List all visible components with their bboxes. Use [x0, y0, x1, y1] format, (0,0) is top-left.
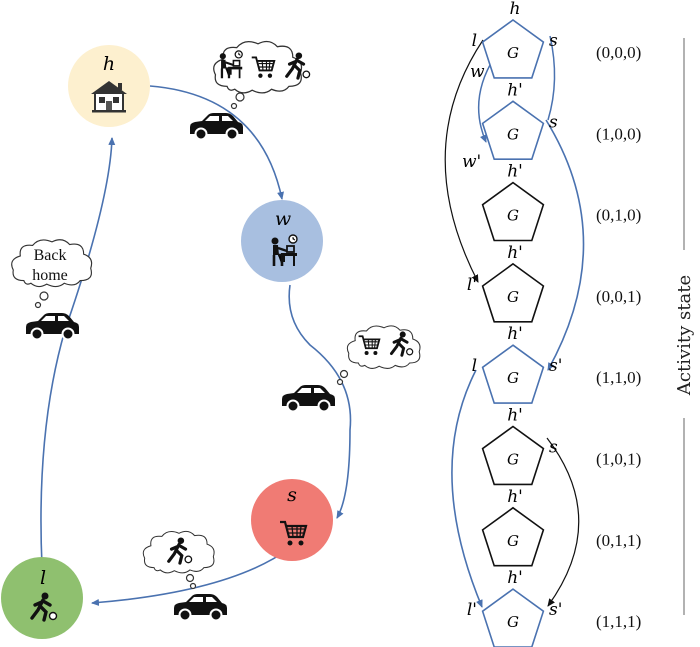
thought-cloud-leisure [142, 530, 215, 590]
node-top-label: h' [507, 243, 523, 263]
node-top-label: h [510, 0, 521, 19]
location-shop: s [251, 479, 333, 561]
node-left-label: l [472, 31, 477, 51]
activity-state-label: (0,0,1) [596, 287, 641, 306]
edge-s-short [547, 35, 556, 121]
pentagon-shape [481, 344, 545, 404]
node-top-label: h' [507, 568, 523, 588]
car-icon [25, 312, 80, 340]
node-right-label: s [549, 112, 558, 132]
pentagon-shape [481, 425, 545, 486]
location-home: h [68, 45, 150, 127]
node-left-label: l [472, 356, 477, 376]
cloud-text-line-2: home [32, 267, 68, 284]
pentagon-shape [481, 100, 545, 160]
graph-node: Gh' s (1,0,1) [481, 406, 641, 486]
node-left-label: l' [467, 600, 477, 620]
location-flow: h w s l [1, 40, 421, 639]
cloud-text-line-1: Back [34, 247, 67, 264]
node-label: G [507, 288, 519, 306]
graph-node: Gh' (0,1,0) [481, 162, 641, 242]
node-top-label: h' [507, 487, 523, 507]
edge-l-to-l-prime-2 [451, 369, 483, 608]
node-label: G [507, 207, 519, 225]
thought-cloud-back-home: Back home [11, 239, 93, 309]
location-letter: s [287, 484, 297, 506]
activity-state-label: (1,1,0) [596, 368, 641, 387]
node-label: G [507, 451, 519, 469]
graph-node: Gh' (0,1,1) [481, 487, 641, 567]
edge-l-to-l-prime [444, 39, 484, 283]
edge-label-w: w [470, 62, 485, 82]
activity-state-label: (0,1,1) [596, 531, 641, 550]
graph-node: Gh' l' (0,0,1) [467, 243, 641, 323]
node-right-label: s [549, 31, 558, 51]
node-right-label: s [549, 438, 558, 458]
edge-s-to-s-prime [545, 119, 585, 371]
pentagon-shape [481, 506, 545, 567]
node-left-label: l' [467, 275, 477, 295]
graph-node: Gh' l s' (1,1,0) [472, 324, 641, 404]
activity-state-label: (1,0,0) [596, 124, 641, 143]
graph-node: Gh l s (0,0,0) [472, 0, 641, 79]
node-label: G [507, 125, 519, 143]
edge-work-shop [288, 284, 352, 519]
activity-state-label: (1,1,1) [596, 612, 641, 631]
axis-label: Activity state [674, 275, 695, 396]
node-label: G [507, 613, 519, 631]
car-icon [281, 384, 336, 412]
node-top-label: h' [507, 80, 523, 100]
pentagon-shape [481, 588, 545, 647]
node-top-label: h' [507, 324, 523, 344]
node-top-label: h' [507, 406, 523, 426]
pentagon-shape [481, 19, 545, 79]
car-icon [173, 593, 228, 621]
location-letter: w [275, 208, 291, 230]
node-label: G [507, 369, 519, 387]
location-letter: l [40, 567, 46, 589]
location-leisure: l [1, 557, 83, 639]
graph-node: Gh' s (1,0,0) [481, 80, 641, 160]
thought-cloud-plan [212, 40, 311, 110]
thought-cloud-shop-leisure [336, 325, 421, 386]
node-right-label: s' [549, 600, 562, 620]
edge-s-to-s-prime-2 [546, 437, 580, 607]
node-right-label: s' [549, 356, 562, 376]
activity-state-label: (1,0,1) [596, 450, 641, 469]
pentagon-shape [481, 262, 545, 323]
activity-state-axis: Activity state [674, 38, 695, 615]
graph-nodes: Gh l s (0,0,0) Gh' s (1,0,0) Gh' (0,1,0) Gh' l' (0,… [467, 0, 641, 647]
node-label: G [507, 44, 519, 62]
edge-shop-leisure [91, 547, 291, 606]
edge-home-work [149, 85, 284, 200]
graph-edges [444, 35, 585, 608]
edge-leisure-home [40, 137, 116, 567]
node-top-label: h' [507, 162, 523, 182]
edge-label-w-prime: w' [462, 152, 481, 172]
location-letter: h [103, 53, 115, 75]
edge-w-to-w-prime [477, 57, 495, 143]
node-label: G [507, 532, 519, 550]
graph-node: Gh' l' s' (1,1,1) [467, 568, 641, 647]
activity-state-label: (0,1,0) [596, 206, 641, 225]
pentagon-shape [481, 181, 545, 242]
activity-state-label: (0,0,0) [596, 43, 641, 62]
location-work: w [241, 200, 323, 282]
